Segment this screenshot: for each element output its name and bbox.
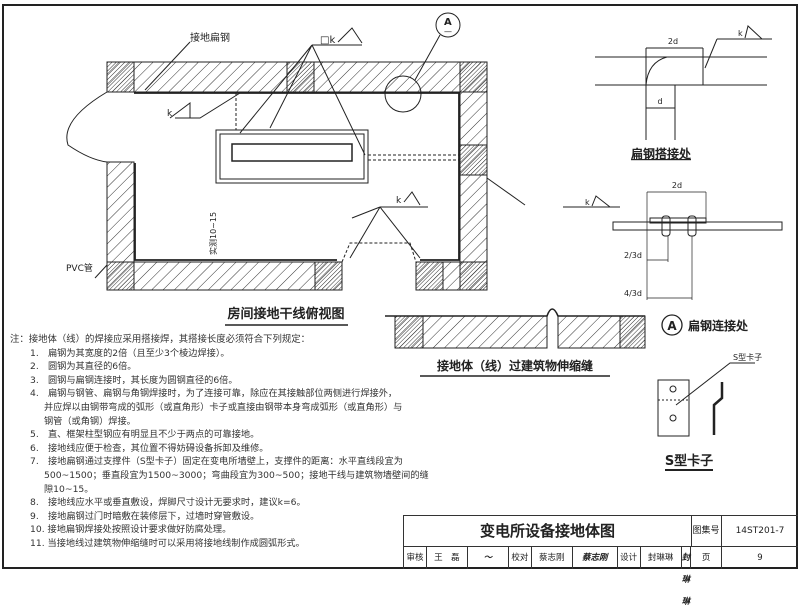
designer-signature: 封琳琳	[682, 547, 692, 607]
title-block: 变电所设备接地体图 图集号 14ST201-7 审核 王 磊 ～ 校对 蔡志刚 …	[403, 515, 798, 607]
detail-callout-circle	[384, 75, 422, 113]
expansion-caption: 接地体（线）过建筑物伸缩缝	[437, 358, 593, 373]
checker-signature: 蔡志刚	[573, 547, 618, 569]
note-item: 2. 圆钢为其直径的6倍。	[30, 361, 137, 373]
callout-letter: A	[444, 17, 452, 28]
door-threshold-line	[341, 242, 417, 263]
column	[415, 261, 444, 291]
checker: 蔡志刚	[532, 547, 573, 569]
column	[106, 261, 135, 291]
note-item: 6. 接地线应便于检查，其位置不得妨碍设备拆卸及维修。	[30, 442, 269, 454]
weld-k: k	[738, 29, 743, 38]
check-label: 校对	[509, 547, 532, 569]
lap-caption: 扁钢搭接处	[631, 146, 692, 161]
detail-marker-circle	[661, 314, 683, 336]
drawing-canvas: 接地扁钢 □k k k A — PVC管 实测10~15 房间接地干线俯视图 2…	[2, 4, 798, 569]
column	[459, 261, 488, 291]
wall-right	[459, 61, 488, 291]
s-clip-label: S型卡子	[733, 352, 762, 362]
notes: 注：接地体（线）的焊接应采用搭接焊，其搭接长度必须符合下列规定： 1. 扁钢为其…	[10, 333, 429, 551]
note-item: 5. 直、框架柱型钢应有明显且不少于两点的可靠接地。	[30, 429, 260, 441]
pvc-label: PVC管	[66, 262, 93, 274]
note-item: 3. 圆钢与扁钢连接时，其长度为圆钢直径的6倍。	[30, 374, 238, 386]
door-swing	[66, 91, 108, 163]
review-label: 审核	[404, 547, 427, 569]
detail-callout-a	[435, 12, 461, 38]
designer: 封琳琳	[641, 547, 682, 569]
grounding-trunk-line	[134, 92, 460, 261]
equipment-base	[215, 129, 369, 184]
equipment	[231, 143, 353, 162]
plan-caption: 房间接地干线俯视图	[227, 306, 344, 322]
reviewer: 王 磊	[427, 547, 468, 569]
page-label: 页	[691, 547, 723, 569]
column	[106, 61, 135, 93]
flat-steel-label: 接地扁钢	[190, 31, 230, 44]
note-item: 8. 接地线应水平或垂直敷设，焊脚尺寸设计无要求时，建议k=6。	[30, 497, 306, 509]
floor-plan	[66, 12, 526, 326]
lap-detail	[595, 25, 772, 140]
weld-symbol-label: k	[396, 196, 402, 206]
callout-sub: —	[444, 27, 452, 36]
atlas-number: 14ST201-7	[722, 516, 798, 547]
wall-left	[106, 161, 135, 263]
note-item: 11. 当接地线过建筑物伸缩缝时可以采用将接地线制作成圆弧形式。	[30, 537, 305, 549]
page-number: 9	[757, 553, 763, 563]
drawing-title: 变电所设备接地体图	[404, 516, 692, 547]
joint-caption: 扁钢连接处	[688, 318, 749, 333]
signature-row: 审核 王 磊 ～ 校对 蔡志刚 蔡志刚 设计 封琳琳 封琳琳 页 9	[404, 547, 798, 607]
dim-4-3d: 4/3d	[624, 289, 642, 298]
note-item: 1. 扁钢为其宽度的2倍（且至少3个棱边焊接）。	[30, 347, 230, 359]
column	[459, 61, 488, 93]
column	[459, 144, 488, 176]
weld-symbol-label: k	[167, 109, 173, 119]
dim-2-3d: 2/3d	[624, 251, 642, 260]
note-item: 9. 接地扁钢过门时暗敷在装修层下，过墙时穿管敷设。	[30, 510, 260, 522]
dim-2d: 2d	[668, 37, 678, 46]
note-item: 4. 扁钢与钢管、扁钢与角钢焊接时，为了连接可靠，除应在其接触部位两侧进行焊接外…	[30, 388, 403, 427]
joint-detail	[563, 191, 783, 300]
column	[314, 261, 343, 291]
expansion-joint-section	[385, 308, 646, 377]
reviewer-signature: ～	[468, 547, 509, 569]
design-label: 设计	[618, 547, 641, 569]
sheet-border	[2, 4, 798, 569]
note-item: 10. 接地扁钢焊接处按照设计要求做好防腐处理。	[30, 524, 232, 536]
wall-bottom-left	[106, 261, 343, 291]
weld-symbol-label: □k	[320, 35, 335, 46]
weld-k: k	[585, 198, 590, 207]
dim-2d: 2d	[672, 181, 682, 190]
s-clip-drawing	[657, 362, 755, 471]
notes-heading: 注：接地体（线）的焊接应采用搭接焊，其搭接长度必须符合下列规定：	[10, 334, 311, 345]
atlas-label: 图集号	[691, 516, 722, 547]
gap-label: 实测10~15	[208, 212, 218, 255]
note-item: 7. 接地扁钢通过支撑件（S型卡子）固定在变电所墙壁上，支撑件的距离：水平直线段…	[30, 456, 429, 495]
detail-marker: A	[667, 319, 677, 333]
s-clip-caption: S型卡子	[665, 453, 713, 469]
dim-d: d	[657, 97, 662, 106]
